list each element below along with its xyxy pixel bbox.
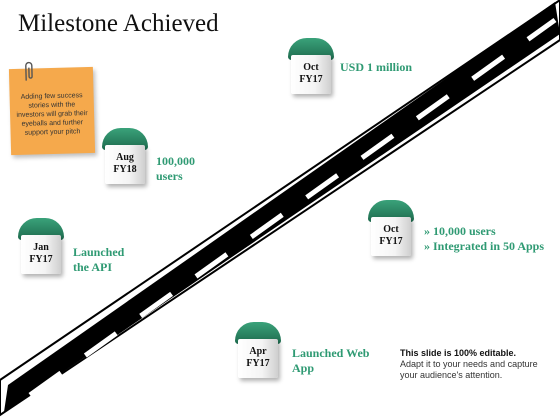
milestone-1-year: FY17 <box>299 74 323 85</box>
milestone-2-year: FY18 <box>113 164 137 175</box>
milestone-4-bullet-1: » 10,000 users <box>424 224 496 238</box>
milestone-marker-5: Apr FY17 <box>235 322 281 378</box>
milestone-2-text: 100,000 users <box>156 154 195 183</box>
milestone-marker-4: Oct FY17 <box>368 200 414 256</box>
milestone-1-month: Oct <box>303 62 319 73</box>
milestone-1-text: USD 1 million <box>340 60 413 74</box>
milestone-3-month: Jan <box>33 242 49 253</box>
milestone-4-month: Oct <box>383 224 399 235</box>
milestone-5-month: Apr <box>249 346 267 357</box>
sticky-note-text: Adding few success stories with the inve… <box>16 92 88 137</box>
milestone-marker-1: Oct FY17 <box>288 38 334 94</box>
milestone-marker-2: Aug FY18 <box>102 128 148 184</box>
milestone-2-month: Aug <box>116 152 134 163</box>
footer-note: This slide is 100% editable. Adapt it to… <box>400 348 550 381</box>
road-surface <box>4 2 560 412</box>
sticky-note: Adding few success stories with the inve… <box>8 61 96 156</box>
footer-bold: This slide is 100% editable. <box>400 348 517 358</box>
milestone-3-year: FY17 <box>29 254 53 265</box>
milestone-5-year: FY17 <box>246 358 270 369</box>
slide-title: Milestone Achieved <box>18 10 219 37</box>
milestone-4-year: FY17 <box>379 236 403 247</box>
milestone-4-bullet-2: » Integrated in 50 Apps <box>424 239 545 253</box>
milestone-marker-3: Jan FY17 <box>18 218 64 274</box>
milestone-5-text: Launched Web App <box>292 346 370 375</box>
milestone-3-text: Launched the API <box>73 245 125 274</box>
footer-text: Adapt it to your needs and capture your … <box>400 359 538 380</box>
paperclip-icon <box>25 61 33 81</box>
milestone-4-bullets: » 10,000 users » Integrated in 50 Apps <box>424 224 544 254</box>
